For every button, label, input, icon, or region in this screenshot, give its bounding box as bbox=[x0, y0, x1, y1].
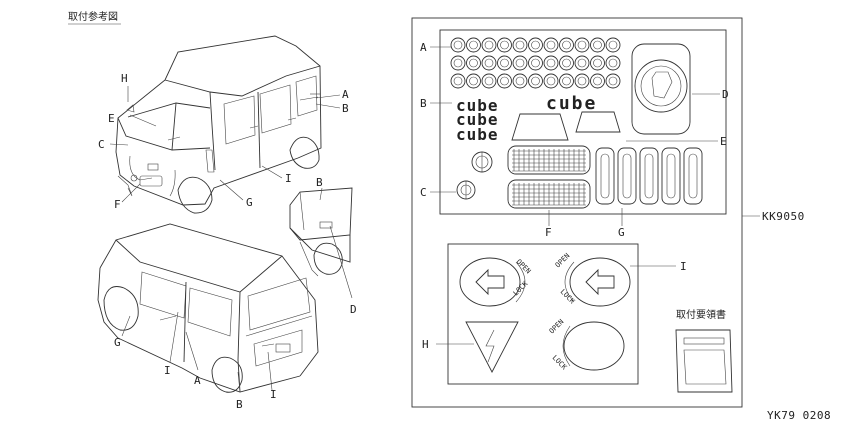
callout-b-bottom: B bbox=[236, 398, 243, 411]
callout-i: I bbox=[285, 172, 292, 185]
svg-text:cube: cube bbox=[456, 125, 499, 144]
svg-text:cube: cube bbox=[456, 110, 499, 129]
car-rear-view bbox=[97, 223, 319, 393]
svg-text:cube: cube bbox=[456, 96, 499, 115]
car-front-view bbox=[115, 35, 322, 214]
svg-text:LOCK: LOCK bbox=[559, 288, 577, 306]
callout-h: H bbox=[121, 72, 128, 85]
callout-f-sheet: F bbox=[545, 226, 552, 239]
callout-c-sheet: C bbox=[420, 186, 427, 199]
fuel-lid-sticker-d bbox=[631, 43, 691, 135]
callout-f: F bbox=[114, 198, 121, 211]
instruction-sheet-title: 取付要領書 bbox=[676, 308, 726, 321]
install-reference-title: 取付参考図 bbox=[68, 10, 118, 23]
callout-e-sheet: E bbox=[720, 135, 727, 148]
cube-logo-stickers-b: cube cube cube cube bbox=[456, 93, 597, 144]
callout-g: G bbox=[246, 196, 253, 209]
round-emblems-c bbox=[456, 151, 493, 200]
callout-a-rear: A bbox=[194, 374, 201, 387]
warning-triangle-sticker-h bbox=[465, 321, 519, 373]
sticker-sheet-lower bbox=[447, 243, 639, 385]
callout-d-rear: D bbox=[350, 303, 357, 316]
trapezoid-stickers-e bbox=[511, 111, 621, 141]
kit-frame bbox=[411, 17, 743, 408]
svg-text:LOCK: LOCK bbox=[551, 354, 569, 372]
drawing-code: YK79 0208 bbox=[767, 409, 831, 422]
callout-i-side: I bbox=[164, 364, 171, 377]
round-stickers-a bbox=[450, 37, 621, 89]
svg-text:OPEN: OPEN bbox=[548, 318, 566, 336]
mesh-grille-stickers-f bbox=[507, 145, 591, 209]
callout-d-sheet: D bbox=[722, 88, 729, 101]
callout-b: B bbox=[342, 102, 349, 115]
callout-e: E bbox=[108, 112, 115, 125]
instruction-sheet-icon bbox=[675, 329, 733, 393]
svg-text:LOCK: LOCK bbox=[512, 279, 530, 297]
sticker-sheet-upper bbox=[439, 29, 727, 215]
callout-i-sheet: I bbox=[680, 260, 687, 273]
part-number: KK9050 bbox=[762, 210, 805, 223]
callout-g-sheet: G bbox=[618, 226, 625, 239]
callout-b-rear: B bbox=[316, 176, 323, 189]
callout-a: A bbox=[342, 88, 349, 101]
callout-i-rear: I bbox=[270, 388, 277, 401]
callout-b-sheet: B bbox=[420, 97, 427, 110]
callout-c: C bbox=[98, 138, 105, 151]
vent-stickers-g bbox=[595, 147, 703, 205]
callout-h-sheet: H bbox=[422, 338, 429, 351]
callout-a-sheet: A bbox=[420, 41, 427, 54]
car-rear-detail-view bbox=[289, 187, 353, 277]
svg-text:cube: cube bbox=[546, 93, 597, 114]
arrow-stickers-i: OPEN LOCK OPEN LOCK OPEN LOCK bbox=[459, 252, 631, 372]
callout-g-rear: G bbox=[114, 336, 121, 349]
svg-text:OPEN: OPEN bbox=[554, 252, 572, 270]
